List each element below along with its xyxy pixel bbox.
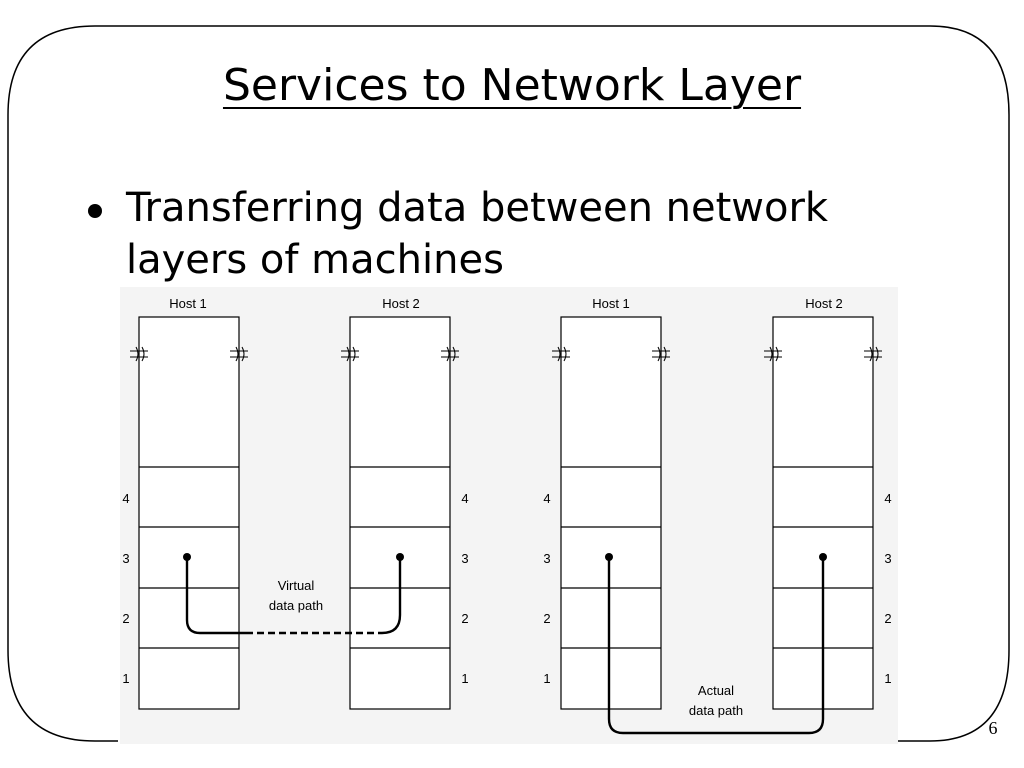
virtual-path-start-dot bbox=[183, 553, 191, 561]
right-host1-label: Host 1 bbox=[592, 296, 630, 311]
left-host1-layer-2: 2 bbox=[122, 611, 129, 626]
right-host2-label: Host 2 bbox=[805, 296, 843, 311]
right-host2-layer-4: 4 bbox=[884, 491, 891, 506]
layer-numbers: 4 3 2 1 4 3 2 1 4 3 2 1 4 3 2 1 bbox=[122, 491, 891, 686]
left-host1-stack bbox=[138, 316, 240, 710]
break-marks bbox=[130, 346, 882, 362]
actual-path-label-line1: Actual bbox=[698, 683, 734, 698]
left-host2-layer-1: 1 bbox=[461, 671, 468, 686]
actual-path-label-line2: data path bbox=[689, 703, 743, 718]
right-host2-layer-2: 2 bbox=[884, 611, 891, 626]
left-host1-layer-4: 4 bbox=[122, 491, 129, 506]
left-host1-label: Host 1 bbox=[169, 296, 207, 311]
host-stacks bbox=[138, 316, 874, 710]
right-host1-layer-1: 1 bbox=[543, 671, 550, 686]
left-host2-layer-2: 2 bbox=[461, 611, 468, 626]
actual-data-path bbox=[607, 557, 825, 735]
page-number: 6 bbox=[988, 718, 998, 738]
actual-path-start-dot bbox=[605, 553, 613, 561]
bullet-text: Transferring data between network layers… bbox=[126, 185, 829, 283]
right-host1-layer-2: 2 bbox=[543, 611, 550, 626]
bullet-dot bbox=[88, 204, 102, 218]
virtual-data-path bbox=[185, 557, 402, 635]
right-host2-layer-1: 1 bbox=[884, 671, 891, 686]
right-host1-stack bbox=[560, 316, 662, 710]
actual-path-end-dot bbox=[819, 553, 827, 561]
network-layer-diagram: Host 1 Host 2 Host 1 Host 2 4 3 2 1 4 3 … bbox=[120, 287, 898, 744]
virtual-path-label-line2: data path bbox=[269, 598, 323, 613]
virtual-path-end-dot bbox=[396, 553, 404, 561]
left-host2-label: Host 2 bbox=[382, 296, 420, 311]
diagram-background bbox=[120, 287, 898, 744]
left-host2-layer-3: 3 bbox=[461, 551, 468, 566]
right-host2-layer-3: 3 bbox=[884, 551, 891, 566]
right-host1-layer-3: 3 bbox=[543, 551, 550, 566]
right-host1-layer-4: 4 bbox=[543, 491, 550, 506]
layer-dividers bbox=[139, 466, 873, 649]
left-host1-layer-3: 3 bbox=[122, 551, 129, 566]
left-host1-layer-1: 1 bbox=[122, 671, 129, 686]
slide-title: Services to Network Layer bbox=[222, 60, 802, 111]
left-host2-stack bbox=[349, 316, 451, 710]
left-host2-layer-4: 4 bbox=[461, 491, 468, 506]
virtual-path-label-line1: Virtual bbox=[278, 578, 315, 593]
